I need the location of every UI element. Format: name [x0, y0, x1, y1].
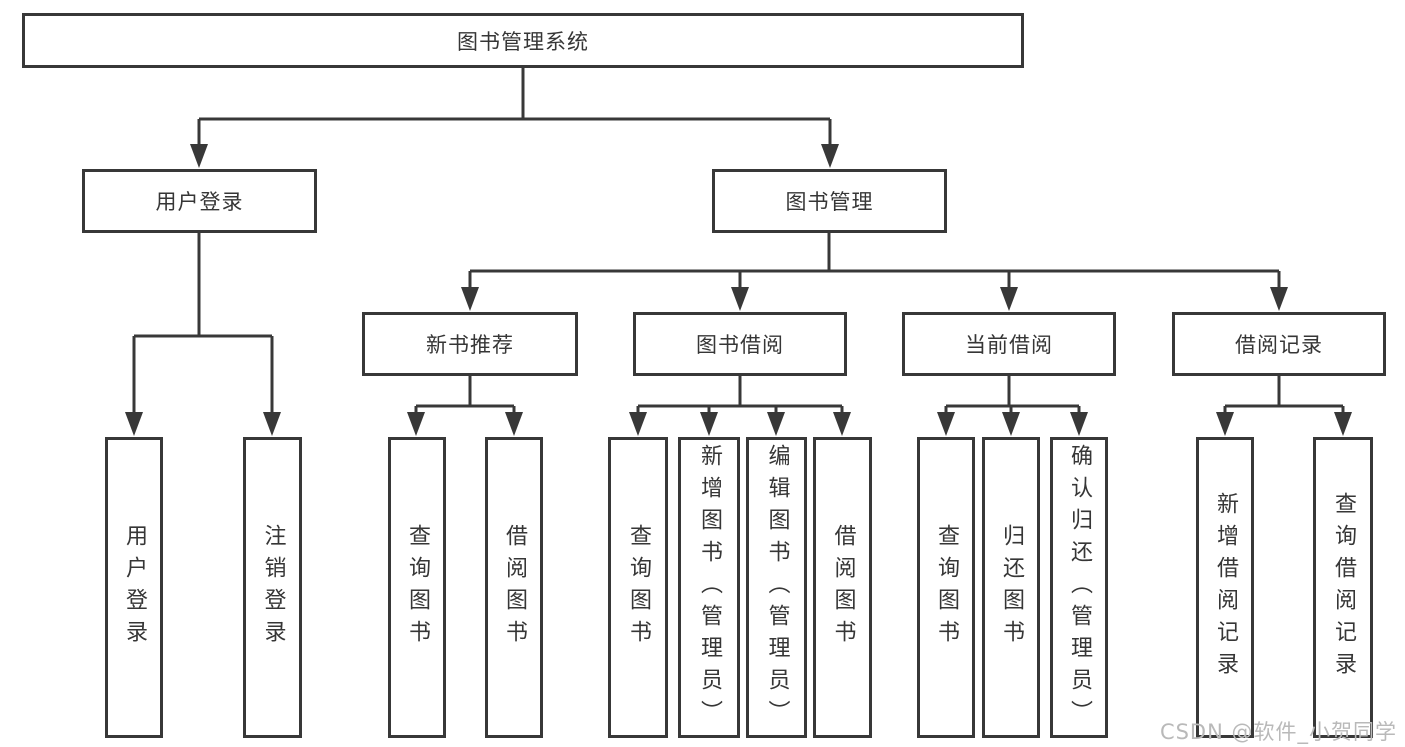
- node-root: 图书管理系统: [22, 13, 1024, 68]
- node-book-management-label: 图书管理: [785, 190, 874, 214]
- node-borrowing-records-label: 借阅记录: [1235, 333, 1323, 357]
- leaf-edit-books-admin-label: 编辑图书（管理员）: [764, 443, 790, 732]
- node-user-login: 用户登录: [82, 169, 317, 233]
- leaf-user-login-label: 用户登录: [122, 523, 147, 652]
- leaf-confirm-return-admin: 确认归还（管理员）: [1050, 437, 1108, 738]
- leaf-query-books-current: 查询图书: [917, 437, 975, 738]
- node-book-borrowing: 图书借阅: [633, 312, 847, 376]
- node-current-borrowing: 当前借阅: [902, 312, 1116, 376]
- leaf-confirm-return-admin-label: 确认归还（管理员）: [1067, 443, 1092, 732]
- node-book-borrowing-label: 图书借阅: [696, 333, 784, 357]
- node-new-book-recommend: 新书推荐: [362, 312, 578, 376]
- leaf-query-books-current-label: 查询图书: [934, 523, 959, 652]
- leaf-borrow-books-recommend: 借阅图书: [485, 437, 543, 738]
- leaf-query-books-borrowing: 查询图书: [608, 437, 668, 738]
- leaf-logout-login: 注销登录: [243, 437, 302, 738]
- leaf-edit-books-admin: 编辑图书（管理员）: [746, 437, 807, 738]
- leaf-query-borrow-record: 查询借阅记录: [1313, 437, 1373, 738]
- leaf-borrow-books-recommend-label: 借阅图书: [502, 523, 527, 652]
- arrowheads: [125, 144, 1352, 436]
- node-user-login-label: 用户登录: [155, 190, 244, 214]
- leaf-query-borrow-record-label: 查询借阅记录: [1331, 491, 1356, 684]
- leaf-add-books-admin-label: 新增图书（管理员）: [697, 443, 722, 732]
- csdn-watermark: CSDN @软件_小贺同学: [1159, 720, 1397, 744]
- leaf-query-books-borrowing-label: 查询图书: [626, 523, 651, 652]
- leaf-return-books-label: 归还图书: [999, 523, 1024, 652]
- leaf-borrow-books-borrowing: 借阅图书: [813, 437, 872, 738]
- leaf-add-borrow-record-label: 新增借阅记录: [1213, 491, 1238, 684]
- leaf-add-borrow-record: 新增借阅记录: [1196, 437, 1254, 738]
- leaf-return-books: 归还图书: [982, 437, 1040, 738]
- leaf-borrow-books-borrowing-label: 借阅图书: [830, 523, 856, 652]
- leaf-user-login: 用户登录: [105, 437, 163, 738]
- node-new-book-recommend-label: 新书推荐: [426, 333, 514, 357]
- tree-edges: [132, 68, 1345, 416]
- node-borrowing-records: 借阅记录: [1172, 312, 1386, 376]
- leaf-query-books-recommend-label: 查询图书: [405, 523, 430, 652]
- leaf-logout-login-label: 注销登录: [260, 523, 286, 652]
- leaf-query-books-recommend: 查询图书: [388, 437, 446, 738]
- node-root-label: 图书管理系统: [457, 29, 589, 54]
- leaf-add-books-admin: 新增图书（管理员）: [678, 437, 740, 738]
- node-current-borrowing-label: 当前借阅: [965, 333, 1053, 357]
- node-book-management: 图书管理: [712, 169, 947, 233]
